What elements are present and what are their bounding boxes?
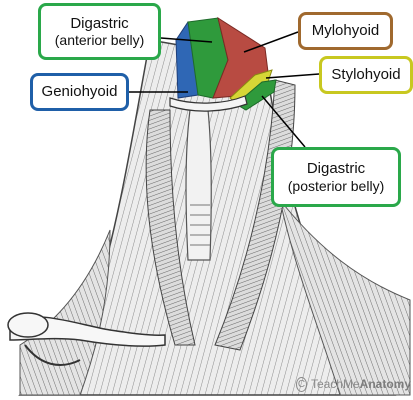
larynx-trachea xyxy=(186,110,211,260)
copyright-icon: C xyxy=(296,377,307,392)
label-stylohyoid: Stylohyoid xyxy=(319,56,413,94)
label-digastric-anterior-belly: Digastric (anterior belly) xyxy=(38,3,161,60)
watermark-suffix: Anatomy xyxy=(360,377,411,391)
label-line2: (anterior belly) xyxy=(55,32,144,48)
label-text: Geniohyoid xyxy=(42,83,118,100)
label-mylohyoid: Mylohyoid xyxy=(298,12,393,50)
watermark-prefix: Teach xyxy=(311,377,343,391)
label-text: Stylohyoid xyxy=(331,66,400,83)
label-geniohyoid: Geniohyoid xyxy=(30,73,129,111)
label-line2: (posterior belly) xyxy=(288,178,384,194)
label-line1: Digastric xyxy=(307,160,365,177)
label-line1: Digastric xyxy=(70,15,128,32)
clavicle-end xyxy=(8,313,48,337)
label-text: Mylohyoid xyxy=(312,22,380,39)
label-digastric-posterior-belly: Digastric (posterior belly) xyxy=(271,147,401,207)
watermark-mid: Me xyxy=(343,377,360,391)
pointer-stylohyoid xyxy=(266,74,319,78)
